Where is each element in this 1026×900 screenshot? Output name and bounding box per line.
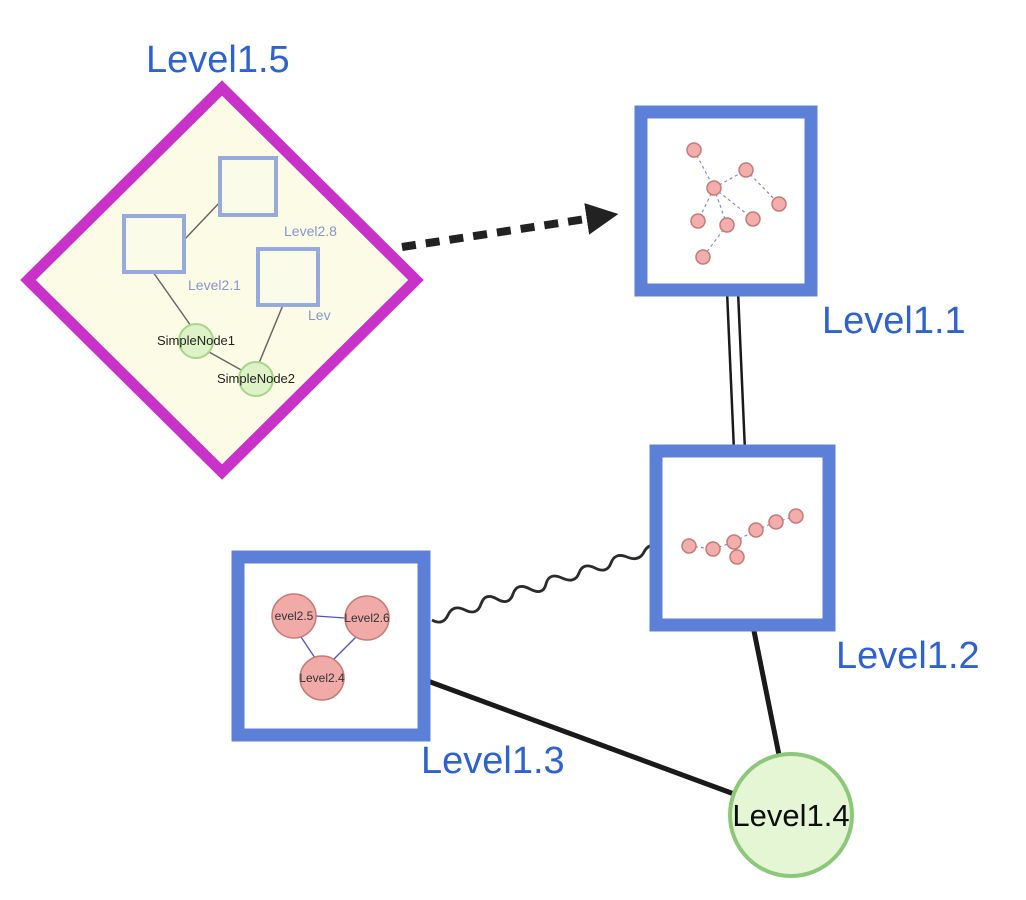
inner-edge[interactable] [713, 187, 754, 220]
edge-level1-1-to-level1-2-line2[interactable] [736, 290, 747, 452]
node-simplenode1[interactable] [178, 323, 214, 359]
graph-node[interactable] [690, 213, 706, 229]
edge-level1-2-to-level1-4[interactable] [750, 625, 782, 756]
level1-5-diamond-shape[interactable] [20, 80, 424, 480]
graph-node[interactable] [745, 211, 761, 227]
graph-node[interactable] [719, 217, 735, 233]
level2-5-label: evel2.5 [275, 609, 314, 623]
edge-lev-to-simplenode2[interactable] [258, 304, 284, 364]
level1-3-label: Level1.3 [421, 740, 565, 782]
level1-3-square-shape[interactable] [231, 550, 431, 742]
simplenode1-label: SimpleNode1 [157, 333, 235, 348]
edge-level2-6-to-level2-4[interactable] [332, 636, 357, 661]
graph-node[interactable] [768, 514, 784, 530]
edge-level2-5-to-level2-4[interactable] [300, 636, 316, 659]
level1-4-label: Level1.4 [732, 798, 849, 833]
edge-level1-3-to-level1-4[interactable] [424, 677, 735, 797]
level1-4-circle-shape[interactable] [728, 752, 854, 878]
graph-node[interactable] [788, 508, 804, 524]
level2-6-label: Level2.6 [344, 611, 390, 625]
inner-edge[interactable] [745, 169, 780, 205]
node-level1-5[interactable]: Level1.5 Level2.8 Level2.1 Lev SimpleNod… [20, 39, 424, 480]
graph-node[interactable] [748, 522, 764, 538]
node-level2-4[interactable] [299, 655, 345, 701]
node-level2-1[interactable] [122, 214, 186, 274]
graph-node[interactable] [729, 549, 745, 565]
edge-level1-5-to-level1-1[interactable] [401, 203, 619, 251]
node-level2-8[interactable] [218, 156, 278, 217]
node-level1-4[interactable]: Level1.4 [728, 752, 854, 878]
graph-node[interactable] [771, 196, 787, 212]
edge-level1-1-to-level1-2-line1[interactable] [725, 290, 736, 452]
level1-1-inner-graph [686, 142, 787, 265]
level2-x-label: Lev [308, 307, 331, 323]
node-level1-2[interactable]: Level1.2 [649, 444, 980, 677]
simplenode2-label: SimpleNode2 [217, 371, 295, 386]
node-simplenode2[interactable] [238, 361, 274, 397]
level2-8-label: Level2.8 [284, 223, 337, 239]
node-level1-3[interactable]: evel2.5 Level2.6 Level2.4 Level1.3 [231, 550, 565, 782]
level1-5-label: Level1.5 [146, 39, 290, 81]
graph-node[interactable] [686, 142, 702, 158]
level2-1-label: Level2.1 [188, 277, 241, 293]
edge-simplenode1-to-simplenode2[interactable] [208, 351, 244, 372]
graph-node[interactable] [705, 541, 721, 557]
level1-2-square-shape[interactable] [649, 444, 836, 632]
edge-level2-1-to-simplenode1[interactable] [152, 271, 192, 327]
graph-node[interactable] [726, 534, 742, 550]
graph-node[interactable] [738, 162, 754, 178]
edge-layer [401, 203, 782, 797]
graph-node[interactable] [695, 249, 711, 265]
node-level2-5[interactable] [271, 593, 317, 639]
edge-level2-1-to-level2-8[interactable] [183, 200, 222, 241]
level1-1-label: Level1.1 [822, 300, 966, 342]
edge-level1-3-to-level1-2[interactable] [431, 543, 661, 624]
level1-2-label: Level1.2 [836, 635, 980, 677]
node-level2-x[interactable] [256, 247, 320, 307]
node-level2-6[interactable] [344, 595, 390, 641]
node-level1-1[interactable]: Level1.1 [634, 105, 966, 342]
edge-level2-5-to-level2-6[interactable] [315, 615, 346, 619]
level2-4-label: Level2.4 [299, 671, 345, 685]
level1-2-inner-graph [681, 508, 804, 565]
graph-node[interactable] [681, 538, 697, 554]
graph-node[interactable] [706, 180, 722, 196]
